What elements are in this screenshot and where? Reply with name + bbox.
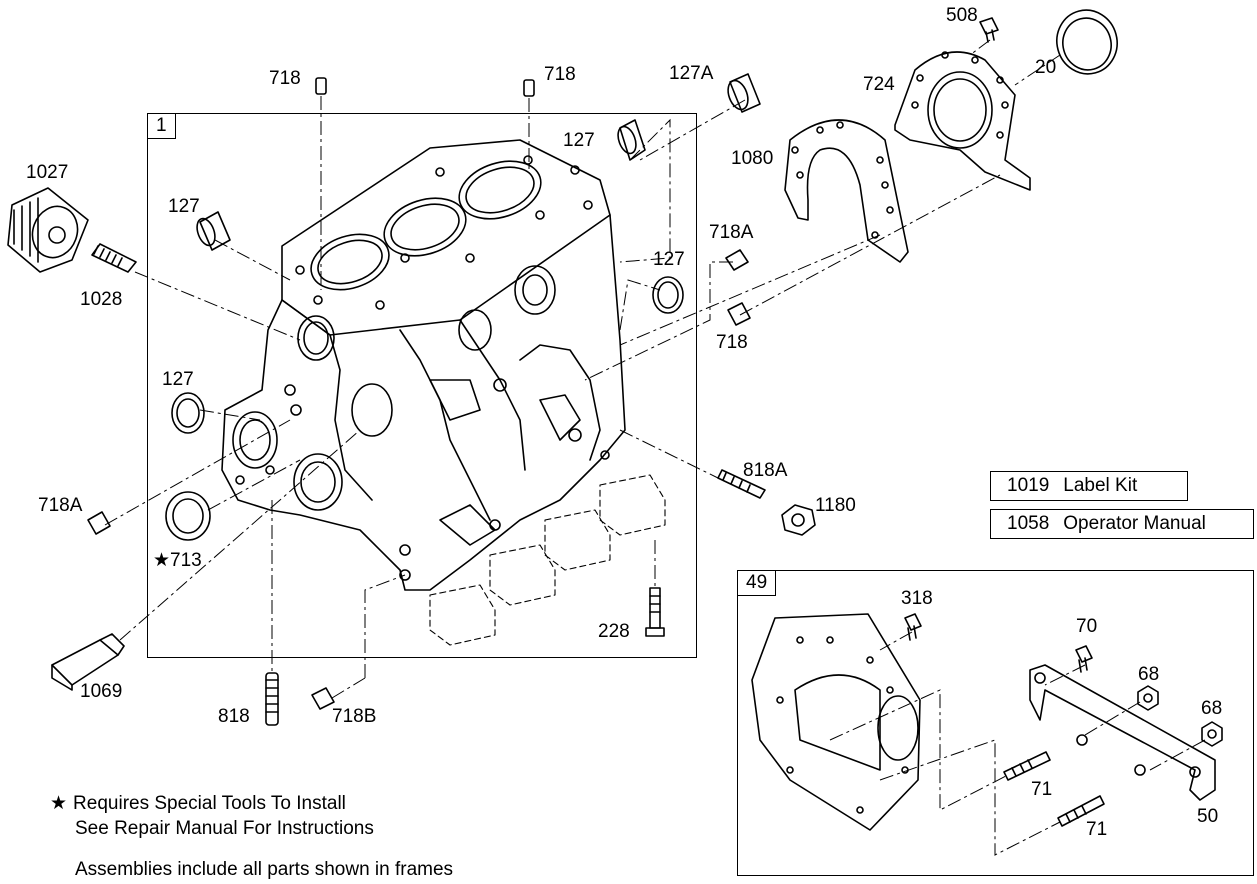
callout-68-a[interactable]: 68 (1138, 664, 1160, 685)
callout-1069[interactable]: 1069 (80, 681, 123, 702)
callout-718A-right[interactable]: 718A (709, 222, 754, 243)
callout-127-top[interactable]: 127 (563, 130, 595, 151)
threaded-nipple (91, 243, 137, 273)
callout-718-top-left[interactable]: 718 (269, 68, 301, 89)
note-line-2: See Repair Manual For Instructions (75, 818, 374, 839)
callout-50[interactable]: 50 (1197, 806, 1219, 827)
callout-228[interactable]: 228 (598, 621, 630, 642)
legend-description: Label Kit (1063, 475, 1138, 496)
callout-718-right[interactable]: 718 (716, 332, 748, 353)
oil-filter (7, 187, 89, 273)
frame-number-1: 1 (147, 113, 176, 139)
assembly-frame-1: 1 (147, 113, 697, 658)
engine-block (221, 139, 626, 591)
note-line-1: Requires Special Tools To Install (73, 793, 346, 814)
callout-1180[interactable]: 1180 (815, 495, 856, 516)
callout-713[interactable]: ★713 (153, 550, 202, 572)
callout-718B[interactable]: 718B (332, 706, 377, 727)
assembly-frame-49: 49 (737, 570, 1254, 876)
frame-number-49: 49 (737, 570, 777, 596)
callout-318[interactable]: 318 (901, 588, 933, 609)
callout-71-a[interactable]: 71 (1031, 779, 1053, 800)
leader-lines (104, 39, 1206, 856)
callout-713-number: 713 (170, 550, 202, 571)
callout-127-left[interactable]: 127 (168, 196, 200, 217)
callout-724[interactable]: 724 (863, 74, 895, 95)
special-tools-note: ★Requires Special Tools To Install (50, 792, 346, 816)
callout-68-b[interactable]: 68 (1201, 698, 1223, 719)
callout-718-top-right[interactable]: 718 (544, 64, 576, 85)
callout-718A-left[interactable]: 718A (38, 495, 83, 516)
callout-20[interactable]: 20 (1035, 57, 1057, 78)
callout-1080[interactable]: 1080 (731, 148, 774, 169)
callout-127-lower[interactable]: 127 (162, 369, 194, 390)
legend-part-number: 1058 (1007, 513, 1050, 534)
bearing-caps (429, 474, 666, 646)
callout-508[interactable]: 508 (946, 5, 978, 26)
legend-item-operator-manual[interactable]: 1058 Operator Manual (990, 509, 1254, 539)
callout-71-b[interactable]: 71 (1086, 819, 1108, 840)
callout-1028[interactable]: 1028 (80, 289, 123, 310)
star-icon: ★ (50, 793, 68, 814)
note-line-3: Assemblies include all parts shown in fr… (75, 859, 454, 880)
plug-127-top (199, 211, 231, 251)
callout-127-right[interactable]: 127 (653, 249, 685, 270)
callout-127A[interactable]: 127A (669, 63, 714, 84)
legend-description: Operator Manual (1063, 513, 1206, 534)
legend-part-number: 1019 (1007, 475, 1050, 496)
callout-818[interactable]: 818 (218, 706, 250, 727)
callout-70[interactable]: 70 (1076, 616, 1098, 637)
star-icon: ★ (153, 550, 171, 571)
legend-item-label-kit[interactable]: 1019 Label Kit (990, 471, 1188, 501)
callout-818A[interactable]: 818A (743, 460, 788, 481)
callout-1027[interactable]: 1027 (26, 162, 69, 183)
